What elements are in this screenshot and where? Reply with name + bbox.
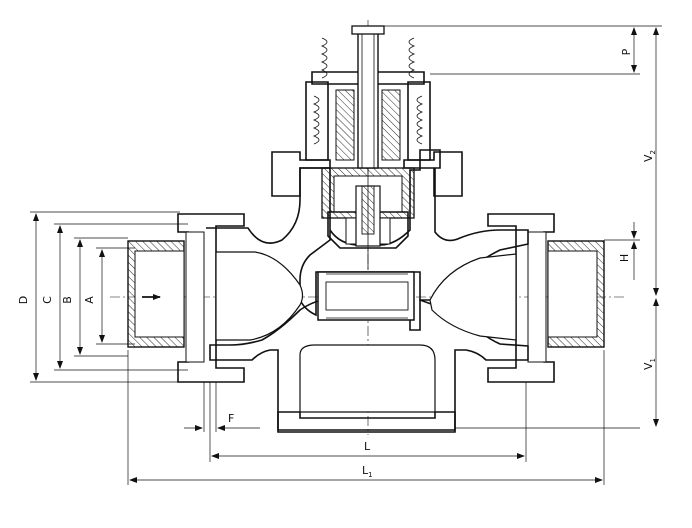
label-B: B	[61, 296, 74, 304]
stem-housing	[327, 211, 409, 249]
label-V1: V1	[642, 358, 657, 370]
body-upper	[206, 149, 529, 317]
bonnet-nut	[271, 151, 331, 197]
label-L1-sub: 1	[368, 471, 372, 479]
valve-plug	[317, 271, 415, 321]
label-L1-main: L	[362, 464, 369, 477]
label-V2: V2	[642, 150, 657, 162]
dimension-lines	[30, 25, 662, 485]
label-L1: L1	[362, 464, 373, 479]
label-A: A	[83, 296, 96, 304]
label-L: L	[364, 440, 371, 453]
label-P: P	[620, 48, 633, 55]
label-D: D	[17, 296, 30, 304]
spring-housing	[305, 81, 329, 161]
flow-passage	[215, 251, 304, 341]
label-V2-sub: 2	[649, 150, 657, 154]
spring	[312, 37, 424, 145]
label-V1-sub: 1	[649, 358, 657, 362]
right-union-nut	[487, 213, 555, 383]
valve-stem	[351, 25, 385, 270]
label-V2-main: V	[642, 154, 655, 162]
body-foot	[277, 411, 456, 433]
bonnet-assembly	[271, 71, 463, 249]
dimension-labels: D C B A F L L1 P V2 H V1	[17, 48, 657, 479]
label-H: H	[618, 254, 631, 262]
label-F: F	[228, 412, 234, 425]
label-C: C	[41, 296, 54, 304]
valve-body	[127, 149, 605, 433]
body-cavity	[299, 344, 436, 413]
label-V1-main: V	[642, 362, 655, 370]
